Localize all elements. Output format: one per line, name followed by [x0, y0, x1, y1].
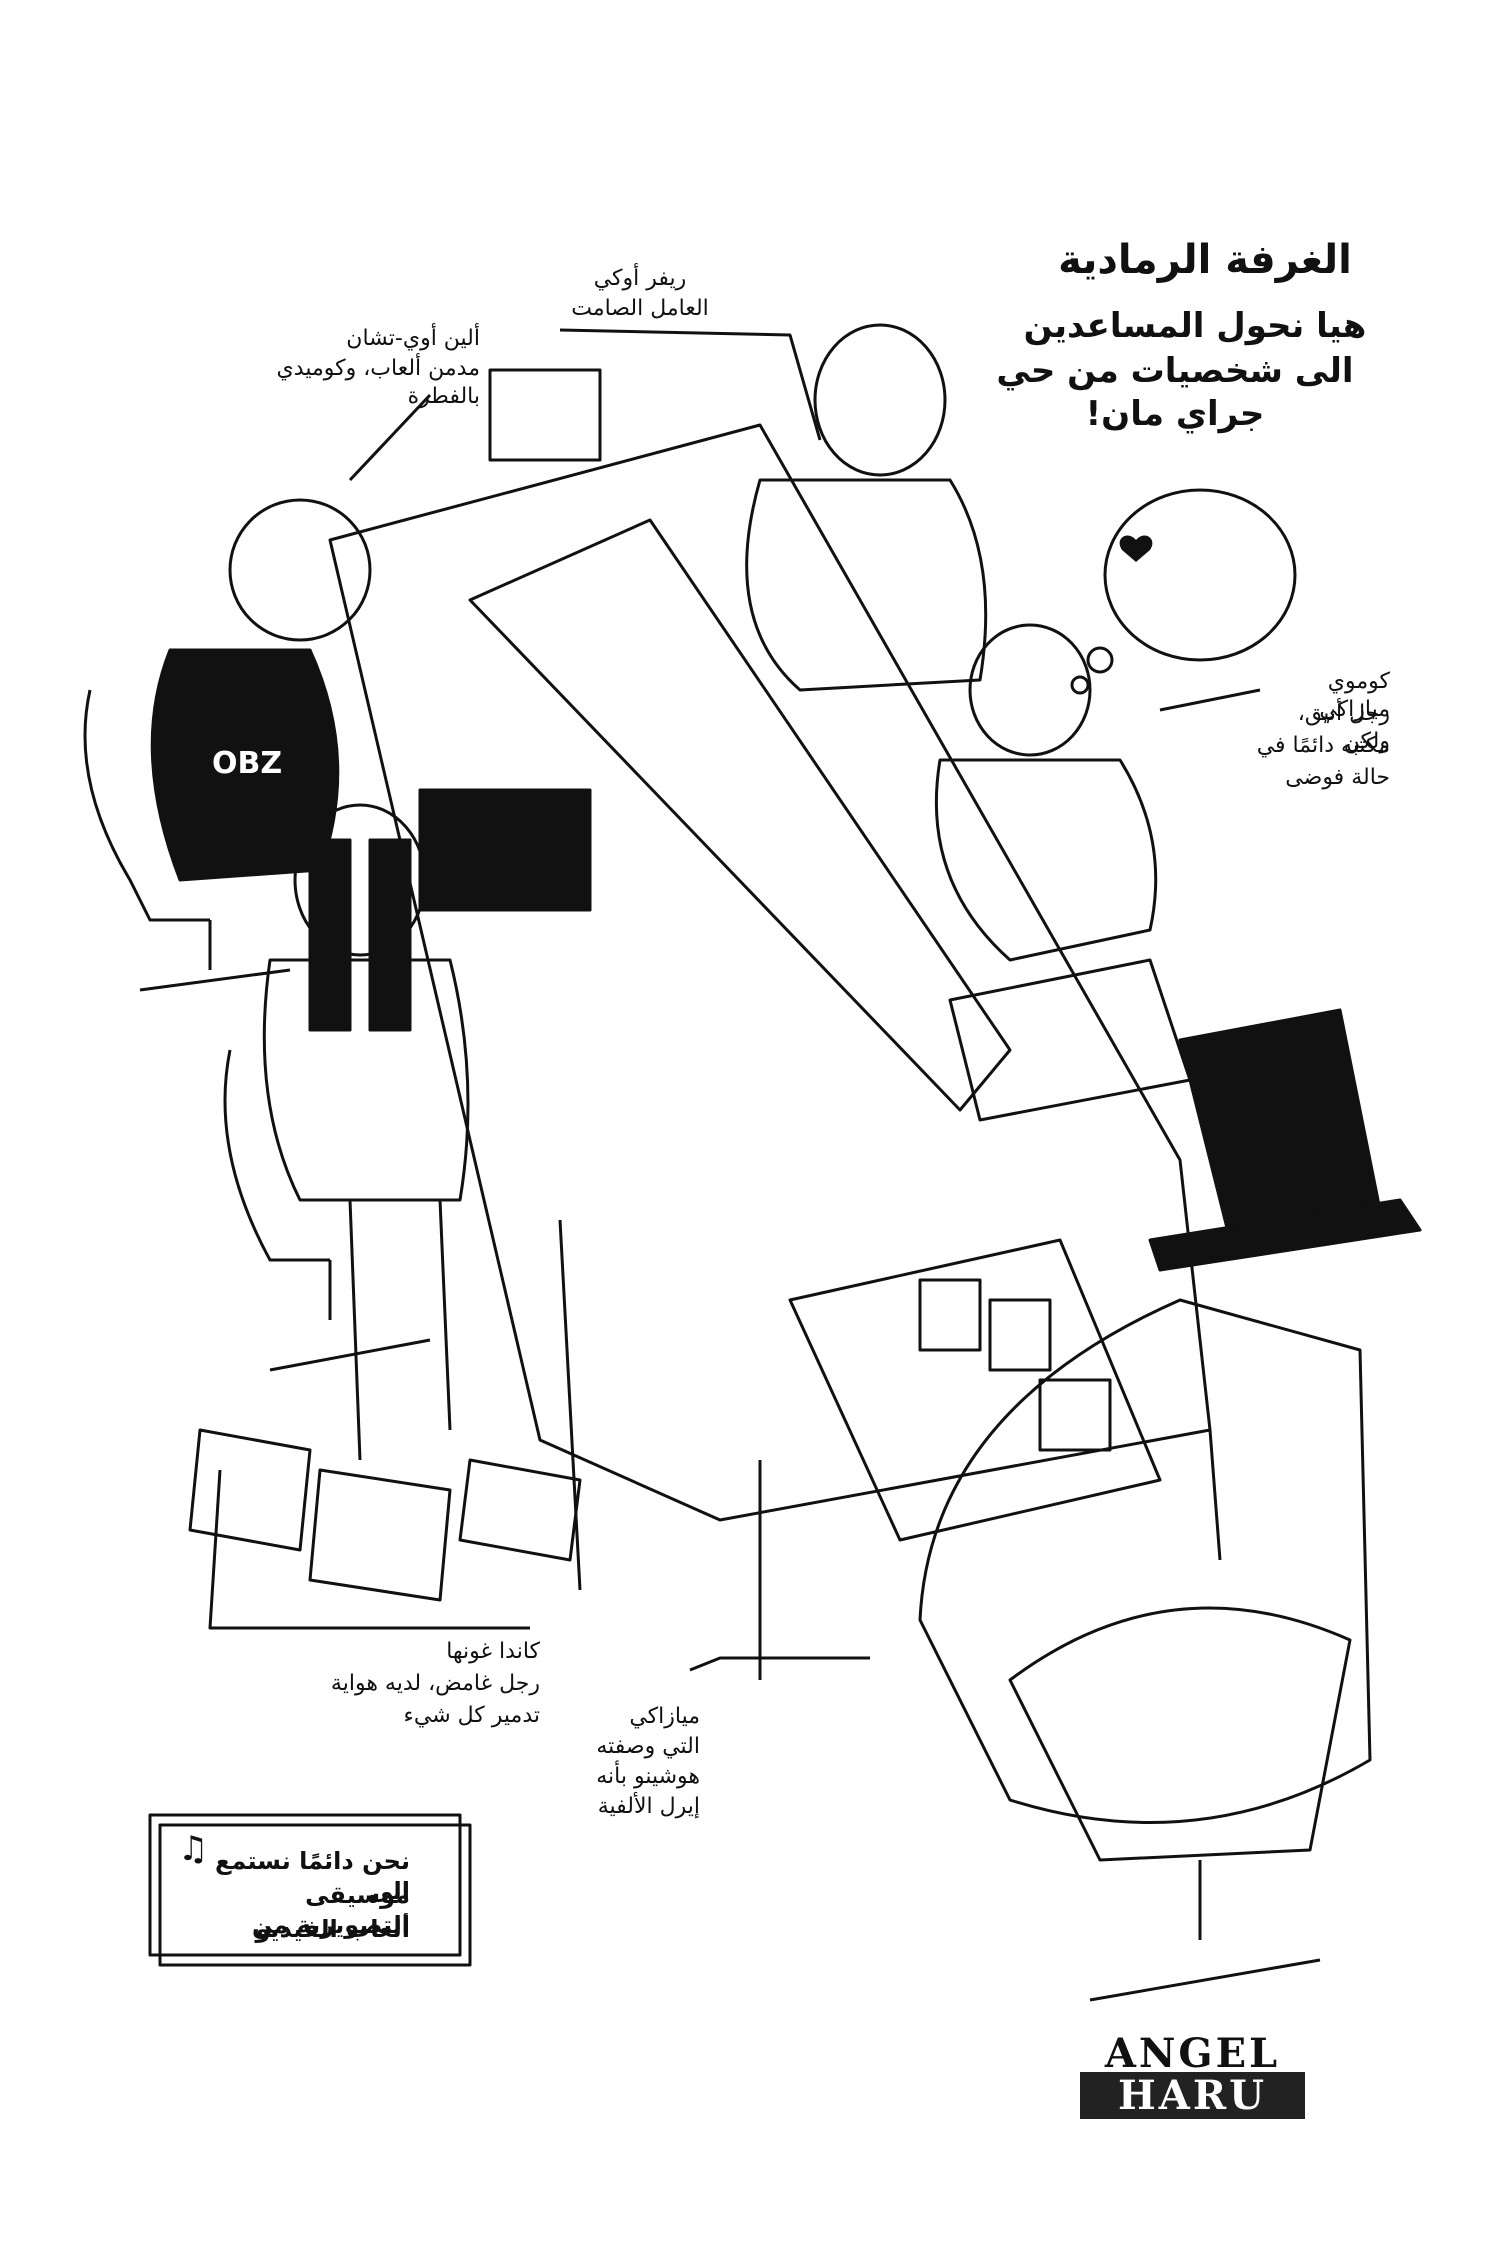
manga-panel — [1038, 1378, 1112, 1452]
caption-miyazaki-3: هوشينو بأنه — [596, 1764, 700, 1789]
person-kanda-head — [293, 803, 427, 957]
caption-miyazaki-4: إيرل الألفية — [597, 1794, 700, 1819]
person-alien-head — [228, 498, 372, 642]
note-box — [148, 1813, 462, 1957]
page-subtitle-1: هيا نحول المساعدين — [1023, 306, 1367, 346]
caption-komoi-2: رجل أنيق، ولكن — [1297, 701, 1390, 754]
page-title: الغرفة الرمادية — [1058, 237, 1352, 283]
caption-river-name: ريفر أوكي — [593, 266, 687, 291]
watermark-line-1: ANGEL — [1104, 2030, 1281, 2077]
caption-alien-name: ألين أوي-تشان — [346, 326, 480, 351]
torn-paper — [458, 1458, 582, 1562]
chair-lower-left — [223, 1049, 330, 1262]
caption-komoi-1: كوموي ميازاكي — [1319, 669, 1390, 722]
manga-panel — [988, 1298, 1052, 1372]
heart-icon — [1119, 535, 1153, 562]
person-river-head — [813, 323, 947, 477]
person-kanda-body — [262, 958, 470, 1202]
chair-right — [1008, 1606, 1352, 1862]
music-note-icon: ♫ — [178, 1829, 208, 1869]
manuscript-page — [788, 1238, 1162, 1542]
pointer-komoi — [1159, 688, 1261, 712]
caption-alien-desc: مدمن ألعاب، وكوميدي بالفطرة — [276, 356, 480, 409]
caption-kanda-2: رجل غامض، لديه هواية — [330, 1671, 540, 1696]
desk-partition — [468, 518, 1012, 1112]
pointer-river — [559, 328, 822, 441]
book-stack — [488, 368, 602, 462]
person-earl-coat — [918, 1298, 1372, 1824]
manga-panel — [918, 1278, 982, 1352]
jacket-logo: OBZ — [212, 746, 282, 781]
caption-kanda-1: كاندا غونها — [446, 1639, 540, 1664]
torn-paper — [308, 1468, 452, 1602]
top-hat — [1178, 1008, 1382, 1242]
thought-bubble — [1103, 488, 1297, 662]
desk-leg — [558, 1219, 582, 1591]
person-komoi-head — [968, 623, 1092, 757]
watermark-logo: ANGEL HARU — [1080, 2030, 1305, 2119]
pointer-alien — [348, 393, 432, 482]
caption-miyazaki-1: ميازاكي — [629, 1704, 700, 1729]
desk-leg — [1208, 1429, 1222, 1561]
caption-river-desc: العامل الصامت — [571, 296, 709, 321]
caption-miyazaki-2: التي وصفته — [596, 1734, 700, 1759]
chair-left — [83, 689, 210, 922]
pointer-kanda — [208, 1469, 530, 1630]
pointer-miyazaki — [689, 1656, 870, 1672]
caption-kanda-3: تدمير كل شيء — [403, 1703, 540, 1728]
caption-komoi-3: مكتبه دائمًا في — [1256, 733, 1390, 758]
page-subtitle-2: الى شخصيات من حي جراي مان! — [996, 351, 1354, 434]
watermark-line-2: HARU — [1080, 2072, 1305, 2119]
note-line-3: ألعاب الفيديو — [255, 1915, 411, 1943]
open-book — [948, 958, 1192, 1122]
note-line-1: نحن دائمًا نستمع الى — [215, 1847, 410, 1905]
person-komoi-body — [934, 758, 1158, 962]
torn-paper — [188, 1428, 312, 1552]
person-river-body — [745, 478, 988, 692]
caption-komoi-4: حالة فوضى — [1285, 765, 1390, 790]
note-line-2: موسيقى التصويرية من — [251, 1881, 410, 1939]
tablet-device — [418, 788, 592, 912]
